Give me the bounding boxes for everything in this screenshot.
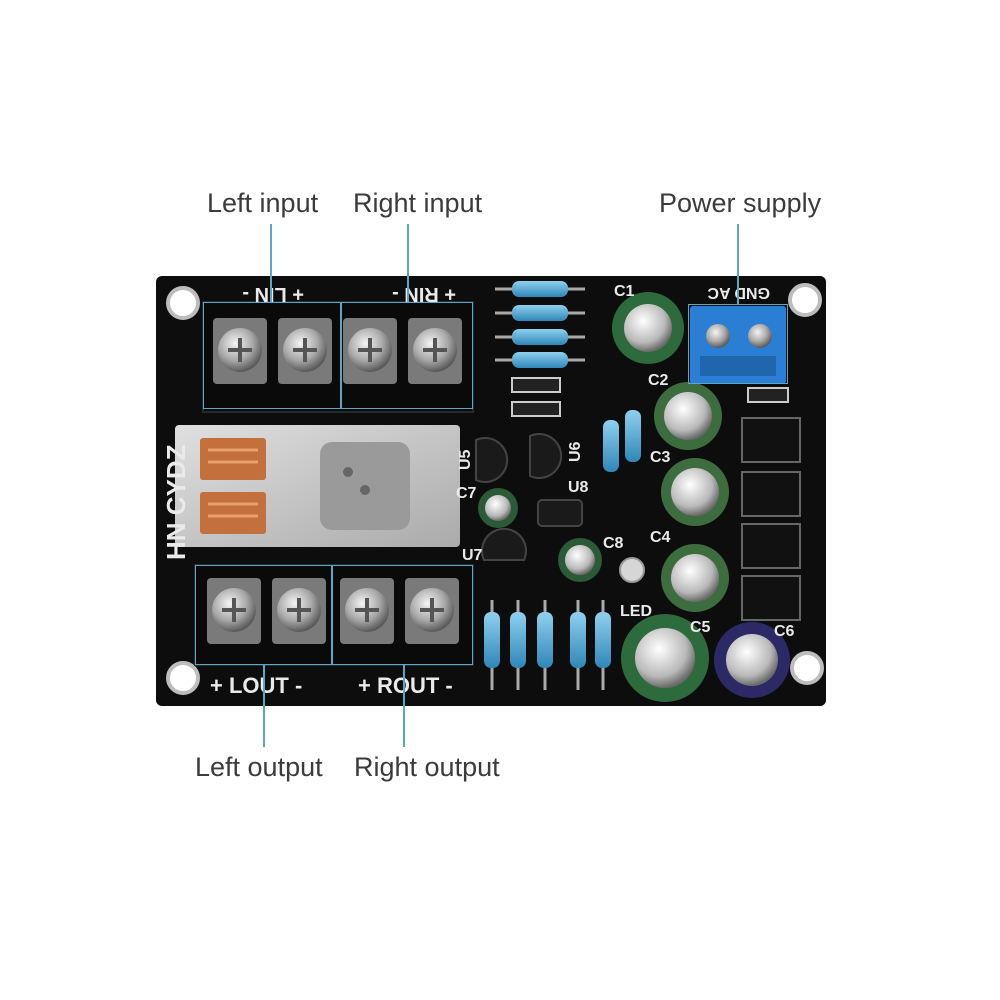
led-component xyxy=(619,557,645,583)
highlight-right-input xyxy=(341,302,473,409)
resistors-top xyxy=(495,281,585,368)
capacitors xyxy=(478,292,790,702)
silk-lout: + LOUT - xyxy=(210,673,302,698)
rectifiers xyxy=(741,417,801,621)
silk-lin: + LIN - xyxy=(242,283,304,305)
resistors-bottom xyxy=(484,600,611,690)
silk-u8: U8 xyxy=(568,479,589,496)
pointer-left-output xyxy=(263,665,265,747)
callout-right-input: Right input xyxy=(353,188,483,218)
silk-c2: C2 xyxy=(648,372,669,389)
silk-c4: C4 xyxy=(650,529,671,546)
silk-board-name: HN CYDZ xyxy=(161,444,191,560)
highlight-left-input xyxy=(203,302,341,409)
highlight-power-supply xyxy=(688,304,788,384)
input-terminal-block xyxy=(202,301,474,413)
silk-u5: U5 xyxy=(457,449,474,470)
callout-left-output: Left output xyxy=(195,752,323,782)
relay xyxy=(175,425,460,547)
pointer-right-input xyxy=(407,224,409,302)
silk-c3: C3 xyxy=(650,449,671,466)
silk-c6: C6 xyxy=(774,623,795,640)
pointer-power-supply xyxy=(737,224,739,304)
output-terminal-block xyxy=(194,564,474,666)
silk-c7: C7 xyxy=(456,485,477,502)
mounting-holes xyxy=(166,283,824,695)
callout-power-supply: Power supply xyxy=(659,188,822,218)
silk-rout: + ROUT - xyxy=(358,673,453,698)
callout-left-input: Left input xyxy=(207,188,319,218)
silk-led: LED xyxy=(620,603,652,620)
pointer-right-output xyxy=(403,665,405,747)
silk-u7: U7 xyxy=(462,547,483,564)
silk-c8: C8 xyxy=(603,535,624,552)
diodes xyxy=(511,377,789,417)
silk-u6: U6 xyxy=(567,441,584,462)
transistors xyxy=(475,433,583,561)
silk-c1: C1 xyxy=(614,283,635,300)
highlight-right-output xyxy=(332,565,473,665)
callout-right-output: Right output xyxy=(354,752,500,782)
silk-c5: C5 xyxy=(690,619,711,636)
resistors-mid xyxy=(603,410,641,472)
power-terminal xyxy=(690,306,786,384)
highlight-left-output xyxy=(195,565,332,665)
pointer-left-input xyxy=(270,224,272,302)
